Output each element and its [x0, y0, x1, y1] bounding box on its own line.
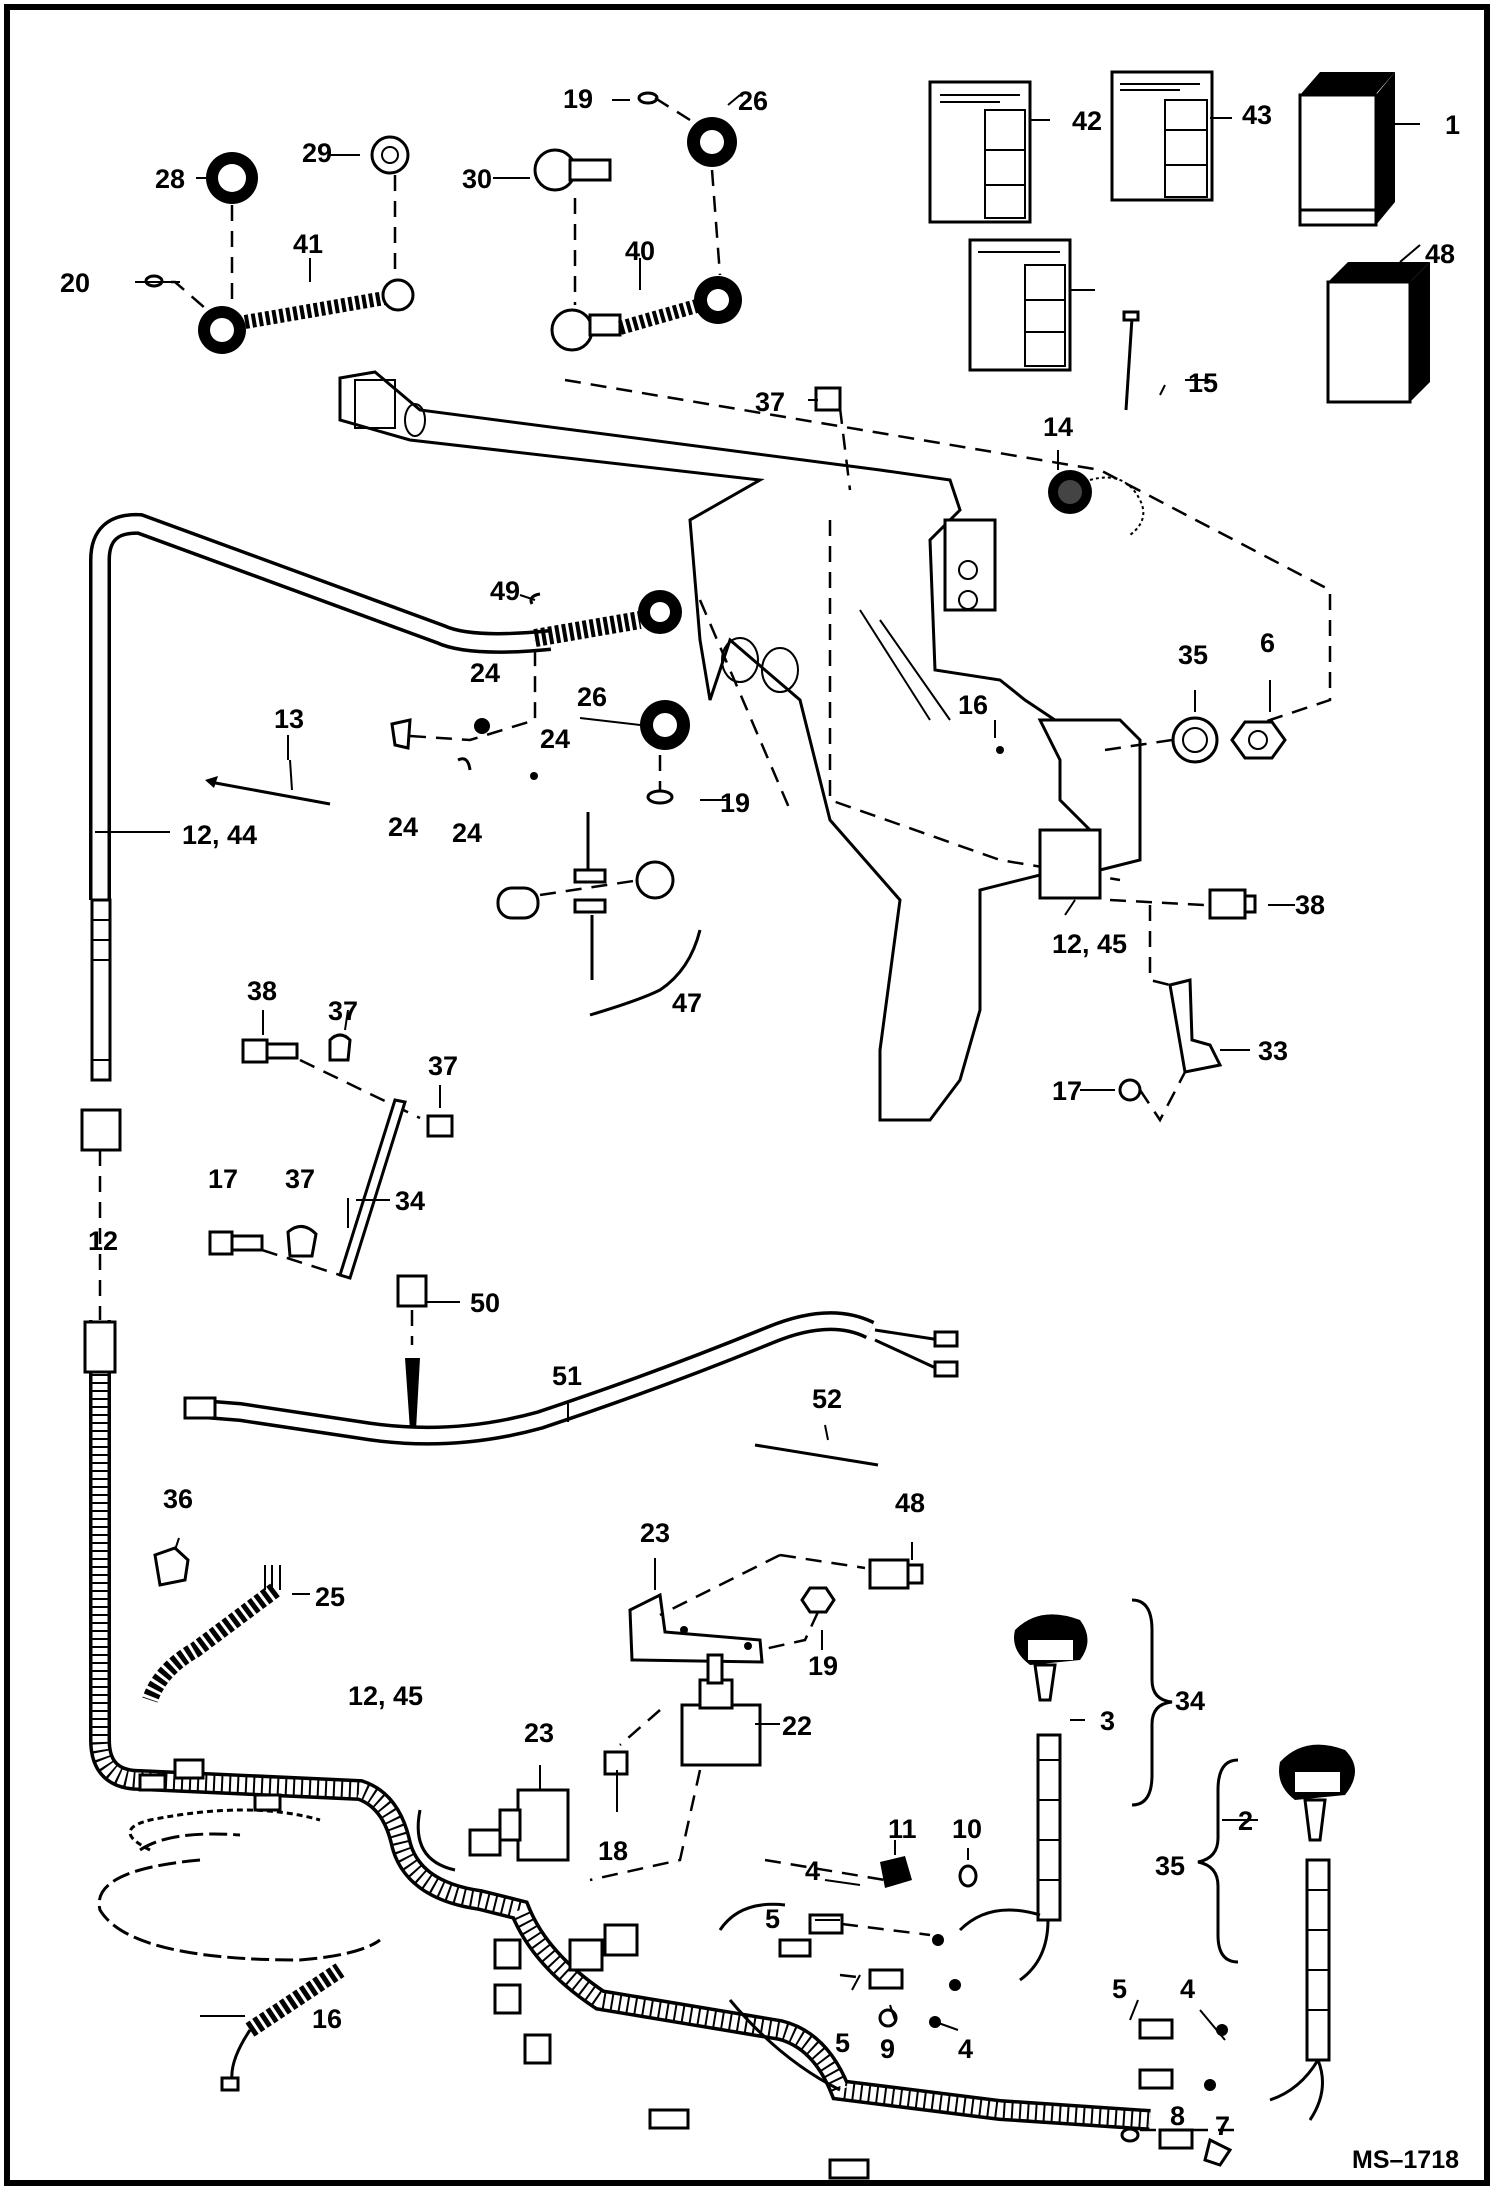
callout-29-mid: 26 [577, 682, 607, 712]
callout-31: 29 [302, 138, 332, 168]
switch-3 [958, 1614, 1088, 1982]
callout-28-b: 24 [540, 724, 570, 754]
callout-2: 2 [1238, 1806, 1253, 1836]
callout-47: 43 [1242, 100, 1272, 130]
callout-52: 50 [470, 1288, 500, 1318]
callout-37: 35 [1155, 1851, 1185, 1881]
switch-2 [1269, 1744, 1355, 2121]
connector-29-mid [640, 700, 690, 750]
callout-13: 12, 45 [1052, 929, 1127, 959]
bracket-13 [1037, 718, 1142, 900]
callout-18-left: 17 [208, 1164, 238, 1194]
callout-33: 33 [1258, 1036, 1288, 1066]
callout-21: 19 [808, 1651, 838, 1681]
callout-40-left: 37 [428, 1051, 458, 1081]
connector-30 [206, 152, 258, 204]
harness-53 [183, 1311, 959, 1446]
manual-47 [1110, 70, 1214, 202]
callout-9: 9 [880, 2034, 895, 2064]
callout-36: 34 [1175, 1686, 1205, 1716]
drawing-code: MS–1718 [1352, 2146, 1459, 2174]
callout-25: 23 [524, 1718, 554, 1748]
callout-7: 7 [1215, 2111, 1230, 2141]
harness-12-45 [83, 1320, 1151, 2180]
callout-43: 41 [293, 229, 323, 259]
binder-50 [1326, 262, 1430, 404]
callout-17: 16 [958, 690, 988, 720]
callout-32: 30 [462, 164, 492, 194]
callout-14: 13 [274, 704, 304, 734]
callout-29-top: 26 [738, 86, 768, 116]
callout-10: 10 [952, 1814, 982, 1844]
callout-18-right: 17 [1052, 1076, 1082, 1106]
harness-42 [550, 276, 742, 352]
callout-42: 40 [625, 236, 655, 266]
callout-53: 51 [552, 1361, 582, 1391]
callout-12: 12 [88, 1226, 118, 1256]
callout-1: 1 [1445, 110, 1460, 140]
callout-34: 34 [395, 1186, 425, 1216]
callout-28-c: 24 [388, 812, 418, 842]
callout-30: 28 [155, 164, 185, 194]
callout-35: 35 [1178, 640, 1208, 670]
relay-24 [680, 1653, 762, 1767]
callout-28-a: 24 [470, 658, 500, 688]
loader-frame [338, 370, 1112, 1122]
callout-27: 25 [315, 1582, 345, 1612]
harness-19 [220, 1963, 345, 2092]
callout-41-right: 38 [1295, 890, 1325, 920]
callout-16: 15 [1188, 368, 1218, 398]
callout-51: 49 [490, 576, 520, 606]
relay-25 [498, 1788, 570, 1862]
callout-41-left: 38 [247, 976, 277, 1006]
callout-28-d: 24 [452, 818, 482, 848]
callout-38-b: 37 [285, 1164, 315, 1194]
callout-6: 6 [1260, 628, 1275, 658]
callout-40-top: 37 [755, 387, 785, 417]
callout-49: 48 [895, 1488, 925, 1518]
callout-12-44: 12, 44 [182, 820, 257, 850]
callout-5-b: 5 [835, 2028, 850, 2058]
callout-54: 52 [812, 1384, 842, 1414]
cable-12-44 [80, 512, 682, 1152]
callout-15: 14 [1043, 412, 1073, 442]
binder-1 [1298, 72, 1395, 227]
callouts: 42 43 1 48 19 26 28 29 30 41 40 20 37 14… [60, 84, 1460, 2174]
callout-11: 11 [888, 1814, 917, 1844]
callout-3: 3 [1100, 1706, 1115, 1736]
harness-27 [142, 1565, 281, 1703]
callout-8: 8 [1170, 2101, 1185, 2131]
callout-39: 36 [163, 1484, 193, 1514]
callout-46: 42 [1072, 106, 1102, 136]
callout-19: 16 [312, 2004, 342, 2034]
connector-29-top [687, 117, 737, 167]
callout-26: 23 [640, 1518, 670, 1548]
connector-31 [370, 135, 410, 175]
callout-48: 47 [672, 988, 702, 1018]
callout-38-a: 37 [328, 996, 358, 1026]
manual-46 [928, 80, 1032, 224]
callout-22-mid: 19 [720, 788, 750, 818]
connector-32 [533, 148, 612, 192]
callout-5-a: 5 [765, 1904, 780, 1934]
callout-24: 22 [782, 1711, 812, 1741]
callout-20: 18 [598, 1836, 628, 1866]
callout-4-b: 4 [958, 2034, 973, 2064]
callout-4-a: 4 [805, 1856, 820, 1886]
callout-22-top: 19 [563, 84, 593, 114]
switch-48 [496, 812, 675, 980]
manual-55 [968, 238, 1072, 372]
callout-50: 48 [1425, 239, 1455, 269]
callout-5-c: 5 [1112, 1974, 1127, 2004]
bracket-26 [628, 1592, 764, 1664]
callout-4-c: 4 [1180, 1974, 1195, 2004]
callout-12-45: 12, 45 [348, 1681, 423, 1711]
harness-43 [198, 278, 415, 354]
diagram-frame [4, 4, 1490, 2186]
callout-23: 20 [60, 268, 90, 298]
